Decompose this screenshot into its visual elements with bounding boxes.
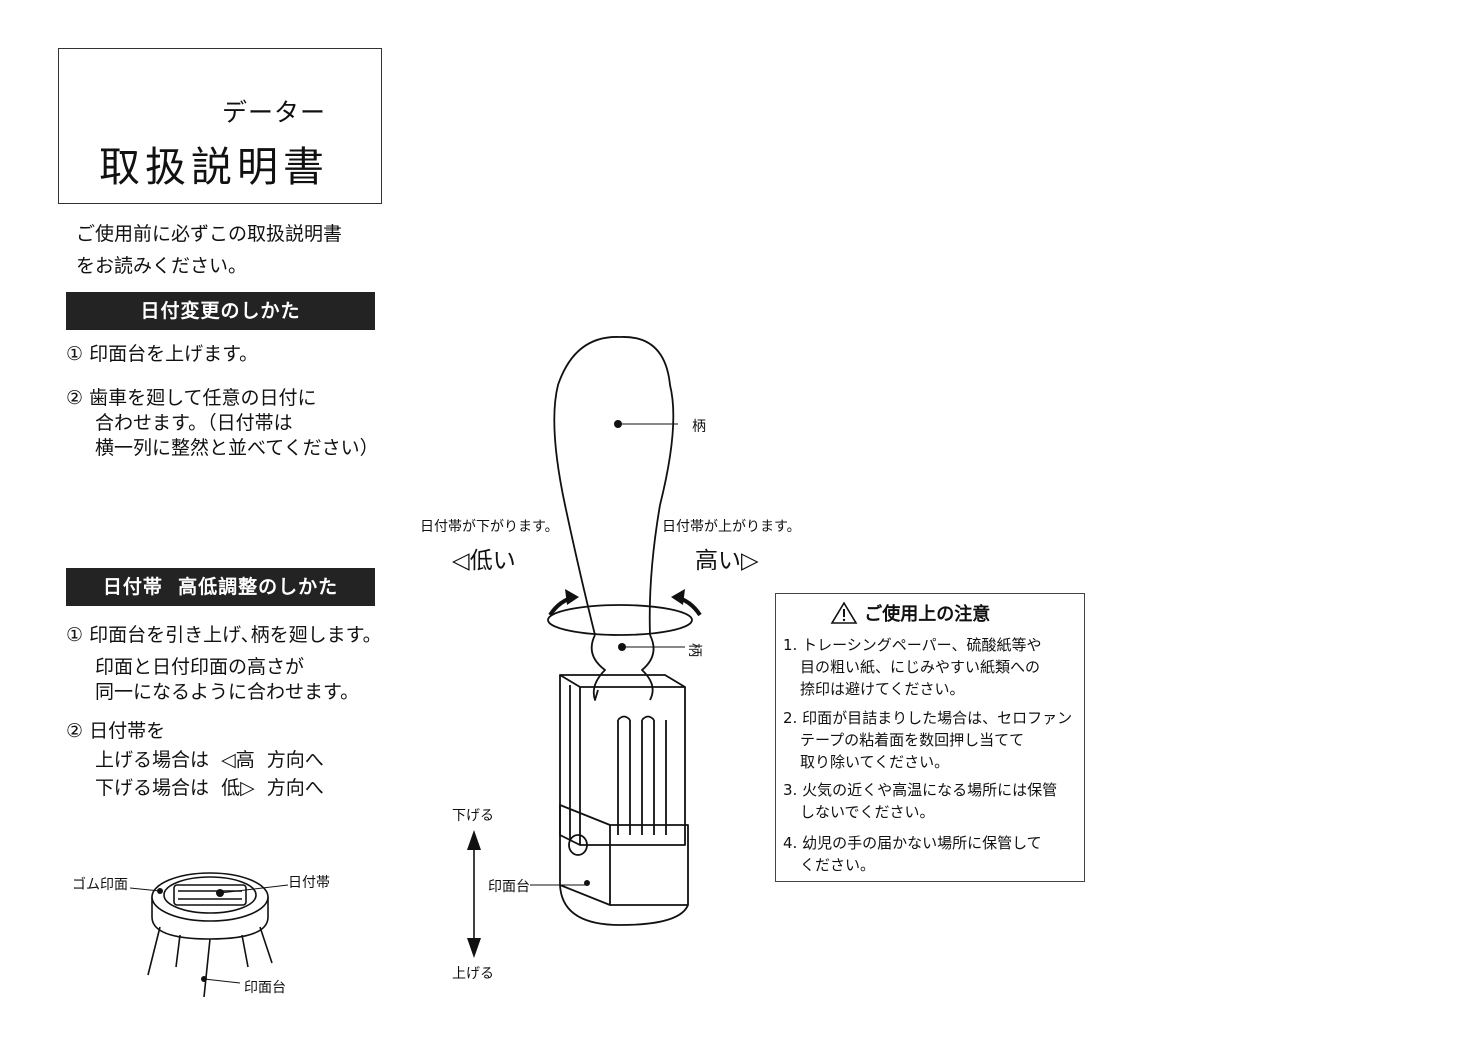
rotation-arrows-icon	[548, 589, 702, 617]
label-raise: 上げる	[452, 966, 494, 982]
caution-item-3: 3. 火気の近くや高温になる場所には保管 しないでください。	[783, 779, 1057, 823]
caution-title: ご使用上の注意	[864, 604, 991, 625]
direction-low: ◁低い	[452, 548, 516, 574]
caution-item-2-line-1: 2. 印面が目詰まりした場合は、セロファン	[783, 709, 1073, 727]
caution-item-4: 4. 幼児の手の届かない場所に保管して ください。	[783, 832, 1042, 876]
direction-high: 高い▷	[695, 548, 759, 574]
caption-band-raises: 日付帯が上がります。	[662, 519, 801, 535]
label-stamp-base-main: 印面台	[488, 879, 530, 895]
intro-text: ご使用前に必ずこの取扱説明書 をお読みください。	[76, 218, 342, 282]
section2-step1-line2: 印面と日付印面の高さが	[95, 656, 305, 678]
label-date-band: 日付帯	[288, 875, 330, 891]
up-down-arrow-icon	[467, 830, 481, 958]
warning-triangle-icon	[830, 601, 858, 624]
caution-item-2-line-2: テープの粘着面を数回押し当てて	[800, 731, 1025, 749]
intro-line-1: ご使用前に必ずこの取扱説明書	[76, 223, 343, 245]
section1-step2-line2: 合わせます。（日付帯は	[95, 412, 293, 434]
caution-item-2: 2. 印面が目詰まりした場合は、セロファン テープの粘着面を数回押し当てて 取り…	[783, 707, 1072, 773]
section2-step1-line3: 同一になるように合わせます。	[95, 681, 360, 703]
section-heading-date-change: 日付変更のしかた	[66, 292, 375, 330]
section2-step2-line2: 上げる場合は ◁高 方向へ	[95, 749, 324, 771]
title-subtitle: データー	[222, 98, 327, 127]
date-stamp-illustration	[547, 336, 693, 926]
leader-line	[530, 884, 585, 886]
section1-step2-line1: ② 歯車を廻して任意の日付に	[66, 387, 317, 409]
section1-step2-line3: 横一列に整然と並べてください）	[95, 437, 379, 459]
label-stamp-base-small: 印面台	[244, 980, 286, 996]
intro-line-2: をお読みください。	[76, 255, 248, 277]
caution-item-2-line-3: 取り除いてください。	[800, 753, 950, 771]
section-heading-height-adjust: 日付帯 高低調整のしかた	[66, 568, 375, 606]
caution-item-1: 1. トレーシングペーパー、硫酸紙等や 目の粗い紙、にじみやすい紙類への 捺印は…	[783, 634, 1041, 700]
caution-item-1-line-3: 捺印は避けてください。	[800, 680, 965, 698]
caution-heading: ご使用上の注意	[830, 600, 990, 626]
label-lower: 下げる	[452, 808, 494, 824]
caption-band-lowers: 日付帯が下がります。	[420, 519, 559, 535]
caution-item-3-line-2: しないでください。	[800, 803, 935, 821]
section2-step2-line1: ② 日付帯を	[66, 720, 166, 742]
page-title: 取扱説明書	[99, 143, 329, 191]
caution-box: ご使用上の注意 1. トレーシングペーパー、硫酸紙等や 目の粗い紙、にじみやすい…	[775, 593, 1085, 882]
label-rubber-face: ゴム印面	[72, 877, 128, 893]
title-box: データー 取扱説明書	[58, 48, 382, 204]
caution-item-4-line-1: 4. 幼児の手の届かない場所に保管して	[783, 834, 1042, 852]
caution-item-1-line-2: 目の粗い紙、にじみやすい紙類への	[800, 658, 1041, 676]
section2-step2-line3: 下げる場合は 低▷ 方向へ	[95, 777, 324, 799]
caution-item-4-line-2: ください。	[800, 856, 876, 874]
label-handle-side: 柄	[686, 643, 702, 657]
stamp-face-illustration	[130, 872, 289, 998]
section2-step1-line1: ① 印面台を引き上げ､柄を廻します。	[66, 624, 382, 646]
caution-item-1-line-1: 1. トレーシングペーパー、硫酸紙等や	[783, 636, 1042, 654]
label-handle-top: 柄	[692, 419, 706, 435]
section1-step1: ① 印面台を上げます。	[66, 343, 259, 365]
caution-item-3-line-1: 3. 火気の近くや高温になる場所には保管	[783, 781, 1058, 799]
